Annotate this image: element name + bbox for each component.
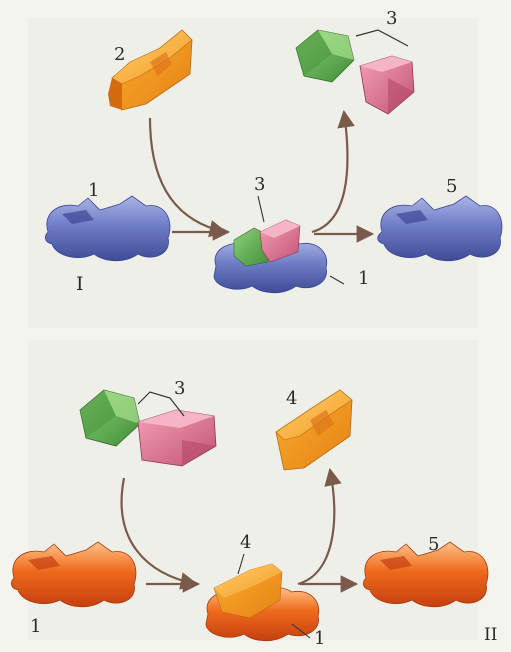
enzyme-orange-released: [362, 541, 489, 608]
panel-i-roman-label: I: [76, 273, 84, 295]
arrow-products-to-complex: [120, 477, 199, 590]
substrate-block: [108, 29, 193, 111]
label-enzyme: 1: [88, 180, 99, 201]
leader-complex-enzyme: [329, 275, 345, 285]
label-substrate: 2: [114, 44, 125, 65]
panel-ii-roman-label: II: [484, 625, 497, 645]
arrow-complex-to-product-4: [297, 467, 342, 586]
label-complex-product-4: 4: [240, 532, 251, 553]
arrow-substrate-to-complex: [148, 117, 228, 238]
enzyme-blue-released: [377, 195, 503, 262]
product-yellow-block: [275, 389, 353, 471]
bracket-reactants-3: [137, 391, 185, 417]
label-reactants: 3: [174, 378, 185, 399]
arrow-complex-to-products: [311, 109, 355, 234]
enzyme-orange-free: [10, 541, 137, 608]
product-pink-block: [359, 55, 415, 115]
enzyme-substrate-complex-orange: [205, 563, 320, 642]
label-released-enzyme-ii: 5: [428, 534, 439, 555]
reactant-green-cube: [79, 389, 141, 447]
leader-complex-substrate: [257, 195, 265, 223]
label-product-4: 4: [286, 388, 297, 409]
label-products: 3: [386, 8, 397, 29]
leader-complex-product-4: [237, 553, 245, 575]
enzyme-substrate-complex-blue: [213, 219, 328, 294]
leader-complex-enzyme-ii: [291, 623, 311, 639]
reactant-pink-block: [137, 409, 217, 467]
label-complex-enzyme-ii: 1: [314, 628, 325, 647]
bracket-products-3: [355, 29, 409, 47]
product-green-cube: [295, 29, 355, 83]
label-released-enzyme: 5: [446, 176, 457, 197]
label-complex-substrate: 3: [254, 174, 265, 195]
enzyme-blue-free: [44, 195, 171, 262]
label-enzyme-ii: 1: [30, 616, 41, 637]
label-complex-enzyme: 1: [358, 268, 369, 289]
